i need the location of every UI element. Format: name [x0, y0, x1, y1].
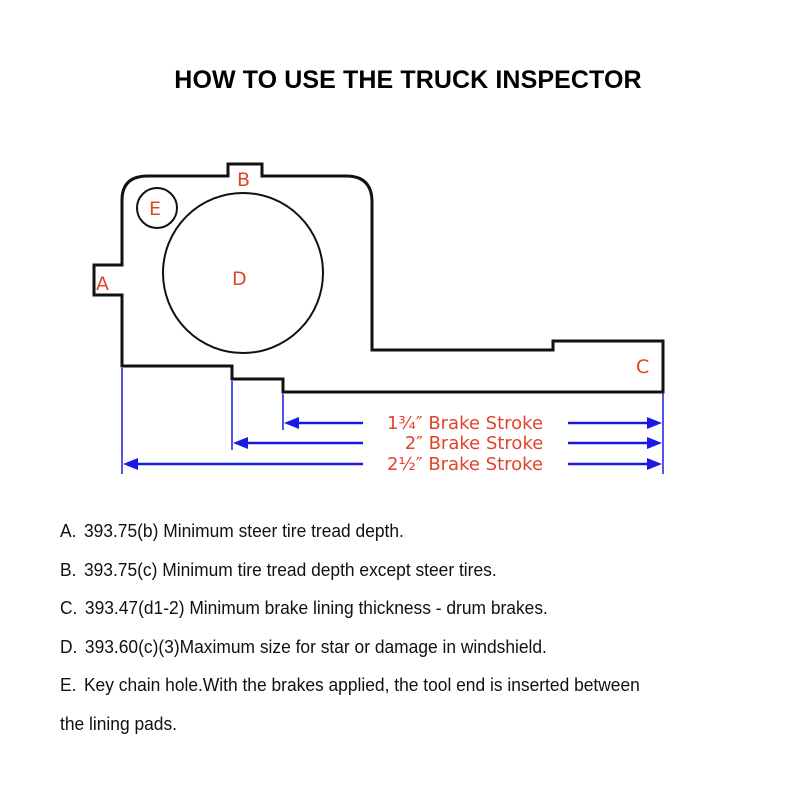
- label-e: E: [149, 198, 161, 220]
- key-chain-hole: [136, 187, 178, 229]
- stroke-label: 2″ Brake Stroke: [405, 433, 544, 454]
- legend-text: 393.75(b) Minimum steer tire tread depth…: [83, 520, 404, 541]
- label-c: C: [636, 356, 649, 378]
- tool-outline: [92, 162, 665, 394]
- legend-item-d: D. 393.60(c)(3)Maximum size for star or d…: [60, 628, 756, 667]
- arrowhead-left: [284, 417, 299, 429]
- label-d: D: [232, 268, 247, 290]
- label-b: B: [237, 169, 250, 191]
- legend-list: A. 393.75(b) Minimum steer tire tread dep…: [60, 512, 756, 743]
- arrowhead-left: [123, 458, 138, 470]
- legend-text: 393.60(c)(3)Maximum size for star or dam…: [84, 635, 547, 657]
- legend-text: 393.75(c) Minimum tire tread depth excep…: [83, 558, 497, 580]
- legend-item-b: B. 393.75(c) Minimum tire tread depth exc…: [60, 551, 756, 590]
- arrowhead-right: [647, 458, 662, 470]
- legend-letter: D.: [60, 635, 78, 657]
- stroke-label: 2½″ Brake Stroke: [387, 454, 543, 475]
- legend-item-e: E. Key chain hole.With the brakes applied…: [60, 666, 756, 743]
- stroke-row-1-75: 1¾″ Brake Stroke: [284, 413, 662, 434]
- legend-letter: C.: [60, 597, 78, 618]
- arrowhead-left: [233, 437, 248, 449]
- legend-item-a: A. 393.75(b) Minimum steer tire tread dep…: [60, 512, 756, 551]
- legend-text: 393.47(d1-2) Minimum brake lining thickn…: [84, 597, 548, 618]
- legend-item-c: C. 393.47(d1-2) Minimum brake lining thic…: [60, 589, 756, 628]
- page-title: HOW TO USE THE TRUCK INSPECTOR: [174, 66, 642, 94]
- legend-text-continued: the lining pads.: [60, 712, 177, 734]
- arrowhead-right: [647, 417, 662, 429]
- legend-letter: B.: [60, 558, 77, 580]
- legend-letter: A.: [60, 520, 77, 541]
- arrowhead-right: [647, 437, 662, 449]
- stroke-row-2: 2″ Brake Stroke: [233, 433, 662, 454]
- legend-text: Key chain hole.With the brakes applied, …: [83, 674, 640, 695]
- stroke-label: 1¾″ Brake Stroke: [387, 413, 543, 434]
- stroke-row-2-5: 2½″ Brake Stroke: [123, 454, 662, 475]
- windshield-damage-circle: [162, 192, 324, 354]
- legend-letter: E.: [60, 674, 77, 695]
- label-a: A: [96, 273, 109, 295]
